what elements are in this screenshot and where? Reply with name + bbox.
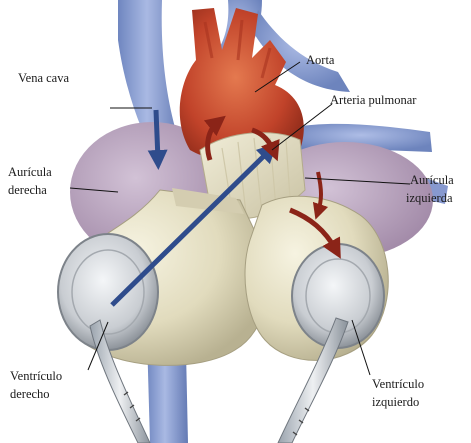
label-ventriculo-derecho-line1: Ventrículo: [10, 368, 62, 385]
label-ventriculo-derecho-line2: derecho: [10, 386, 50, 403]
label-auricula-derecha-line2: derecha: [8, 182, 47, 199]
label-auricula-izquierda-line2: izquierda: [406, 190, 453, 207]
label-aorta: Aorta: [306, 52, 334, 69]
label-ventriculo-izquierdo-line1: Ventrículo: [372, 376, 424, 393]
label-auricula-derecha-line1: Aurícula: [8, 164, 52, 181]
label-arteria-pulmonar: Arteria pulmonar: [330, 92, 416, 109]
venous-flow-arrow: [156, 110, 158, 160]
label-auricula-izquierda-line1: Aurícula: [410, 172, 454, 189]
label-vena-cava: Vena cava: [18, 70, 69, 87]
left-ventricle-pump: [245, 196, 388, 360]
label-ventriculo-izquierdo-line2: izquierdo: [372, 394, 419, 411]
